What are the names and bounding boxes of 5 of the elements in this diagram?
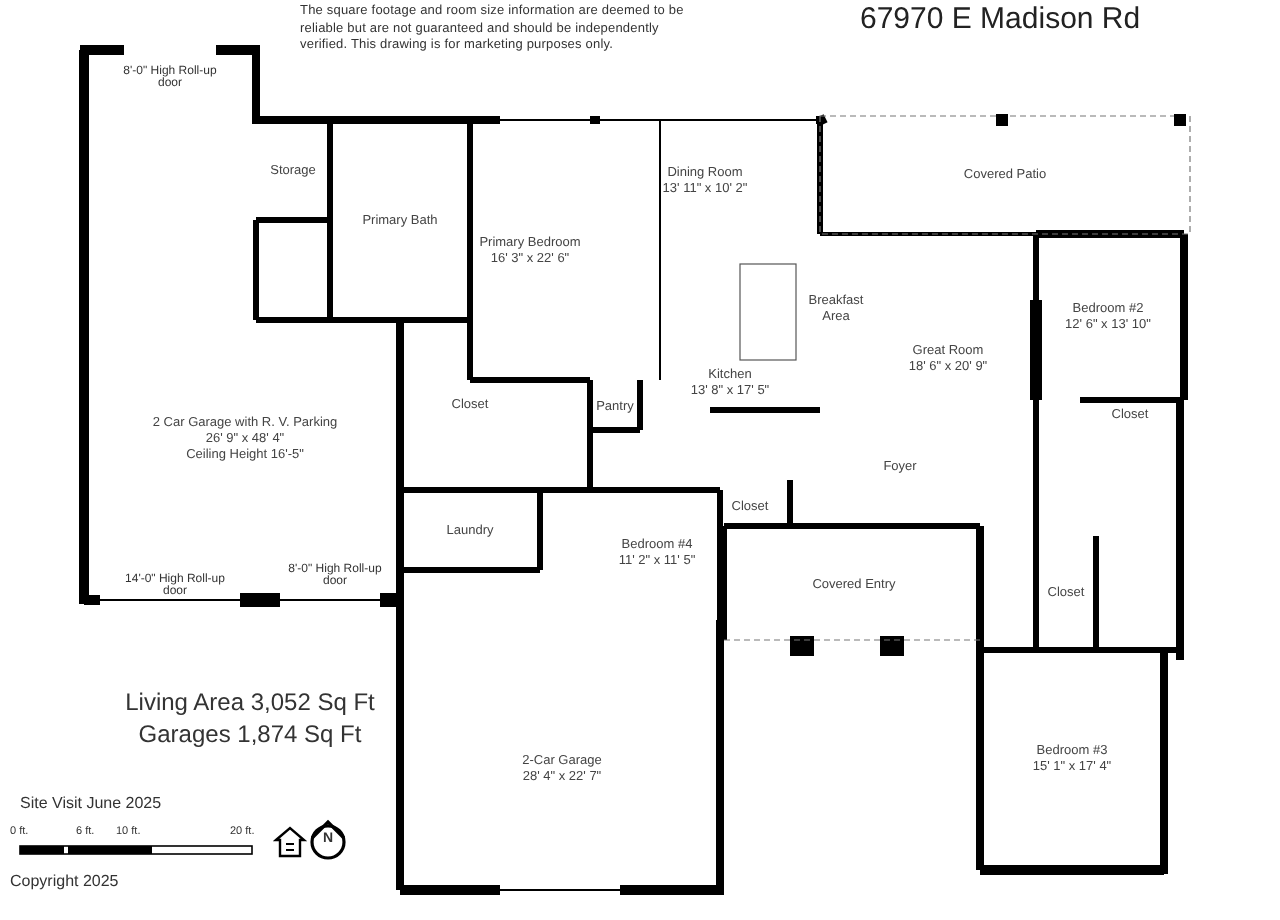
- area-summary: Living Area 3,052 Sq Ft: [123, 688, 377, 716]
- address-title: 67970 E Madison Rd: [860, 2, 1141, 36]
- area-summary: Garages 1,874 Sq Ft: [136, 720, 364, 748]
- copyright-text: Copyright 2025: [10, 872, 121, 890]
- site-visit-note: Site Visit June 2025: [20, 794, 164, 812]
